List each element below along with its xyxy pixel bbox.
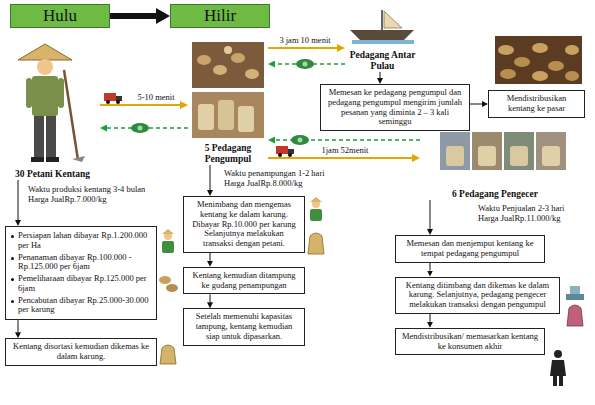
- flow-arrow: [268, 47, 337, 49]
- process-box: Memesan dan menjemput kentang ke tempat …: [395, 235, 545, 263]
- info-label: Harga JualRp.7.000/kg: [28, 194, 168, 204]
- list-item: Penanaman dibayar Rp.100.000 - Rp.125.00…: [11, 253, 151, 273]
- scale-icon: [566, 286, 584, 300]
- node-text: Hulu: [43, 6, 77, 26]
- ship-icon: [350, 10, 414, 44]
- process-box: Memesan ke pedagang pengumpul dan pedaga…: [320, 84, 470, 131]
- retailer-photos: [440, 132, 566, 170]
- process-box: Kentang ditimbang dan dikemas ke dalam k…: [395, 277, 560, 314]
- flow-arrow: [18, 320, 19, 332]
- travel-time-label: 1jam 52menit: [320, 146, 371, 156]
- flow-arrow: [210, 165, 211, 190]
- process-box: Kentang kemudian ditampung ke gudang pen…: [183, 267, 305, 295]
- travel-time-label: 3 jam 10 menit: [277, 36, 332, 46]
- label-group: Waktu produksi kentang 3-4 bulanHarga Ju…: [28, 184, 168, 204]
- node-text: Penanaman dibayar Rp.100.000 - Rp.125.00…: [18, 253, 151, 273]
- node-text: Pedagang Antar Pulau: [345, 50, 420, 72]
- node-text: Memesan dan menjemput kentang ke tempat …: [401, 239, 539, 259]
- label-group: Waktu Penjualan 2-3 hariHarga JualRp.11.…: [478, 203, 590, 223]
- node-text: Mendistribusikan/ memasarkan kentang ke …: [401, 332, 539, 352]
- process-box: Menimbang dan mengemas kentang ke dalam …: [183, 196, 305, 253]
- node-text: Kentang disortasi kemudian dikemas ke da…: [11, 342, 151, 362]
- process-list-box: Persiapan lahan dibayar Rp.1.200.000 per…: [5, 226, 157, 320]
- actor-node: 6 Pedagang Pengecer: [420, 130, 570, 200]
- info-label: Waktu produksi kentang 3-4 bulan: [28, 184, 168, 194]
- node-text: Mendistribusikan kentang ke pasar: [494, 94, 579, 114]
- node-text: Hilir: [204, 6, 236, 26]
- info-label: Waktu Penjualan 2-3 hari: [478, 203, 590, 213]
- info-label: Waktu penampungan 1-2 hari: [224, 168, 374, 178]
- consumer-icon: [550, 350, 566, 386]
- node-text: Menimbang dan mengemas kentang ke dalam …: [189, 200, 299, 249]
- truck-icon: [276, 146, 294, 157]
- collector-photos: [192, 42, 264, 138]
- node-text: 6 Pedagang Pengecer: [452, 189, 538, 200]
- stage-band: Hulu: [10, 4, 110, 28]
- bullet-dot: [11, 257, 14, 260]
- flow-arrow: [268, 157, 412, 159]
- flow-arrow: [18, 180, 19, 220]
- bullet-dot: [11, 300, 14, 303]
- label-group: Waktu penampungan 1-2 hariHarga JualRp.8…: [224, 168, 374, 188]
- list-item: Pencabutan dibayar Rp.25.000-30.000 per …: [11, 296, 151, 316]
- flow-arrow: [430, 200, 431, 229]
- flow-arrow: [380, 72, 381, 78]
- node-text: Pencabutan dibayar Rp.25.000-30.000 per …: [18, 296, 151, 316]
- flow-arrow: [430, 314, 431, 322]
- node-text: Pemeliharaan dibayar Rp.125.000 per 6jam: [18, 274, 151, 294]
- node-text: Kentang ditimbang dan dikemas ke dalam k…: [401, 281, 554, 310]
- process-box: Mendistribusikan/ memasarkan kentang ke …: [395, 328, 545, 356]
- bullet-dot: [11, 278, 14, 281]
- info-label: Harga JualRp.11.000/kg: [478, 213, 590, 223]
- flow-arrow: [210, 253, 211, 261]
- actor-node: Pedagang Antar Pulau: [345, 8, 420, 72]
- node-text: Memesan ke pedagang pengumpul dan pedaga…: [326, 88, 464, 127]
- node-text: Setelah memenuhi kapasitas tampung, kent…: [189, 312, 299, 341]
- truck-icon: [104, 93, 122, 104]
- worker-icon: [162, 197, 322, 253]
- actor-node: 30 Petani Kentang: [5, 40, 100, 180]
- list-item: Persiapan lahan dibayar Rp.1.200.000 per…: [11, 231, 151, 251]
- info-label: Harga JualRp.8.000/kg: [224, 178, 374, 188]
- actor-node: 5 Pedagang Pengumpul: [188, 40, 268, 165]
- node-text: 30 Petani Kentang: [15, 169, 90, 180]
- potato-icon: [159, 276, 178, 292]
- process-box: Kentang disortasi kemudian dikemas ke da…: [5, 338, 157, 366]
- node-text: 5 Pedagang Pengumpul: [188, 143, 268, 165]
- flow-arrow: [430, 263, 431, 271]
- travel-time-label: 5-10 menit: [135, 93, 176, 103]
- potato-pile-photo: [495, 36, 582, 84]
- flow-arrow: [470, 104, 482, 105]
- money-icon: [131, 59, 314, 145]
- node-text: Persiapan lahan dibayar Rp.1.200.000 per…: [18, 231, 151, 251]
- node-text: Kentang kemudian ditampung ke gudang pen…: [189, 271, 299, 291]
- bullet-dot: [11, 235, 14, 238]
- process-box: Mendistribusikan kentang ke pasar: [488, 90, 585, 118]
- farmer-figure: [18, 44, 85, 162]
- list-item: Pemeliharaan dibayar Rp.125.000 per 6jam: [11, 274, 151, 294]
- process-box: Setelah memenuhi kapasitas tampung, kent…: [183, 308, 305, 345]
- flow-arrow: [100, 104, 180, 106]
- flow-arrow: [110, 13, 156, 19]
- flow-arrow: [210, 294, 211, 302]
- stage-band: Hilir: [170, 4, 270, 28]
